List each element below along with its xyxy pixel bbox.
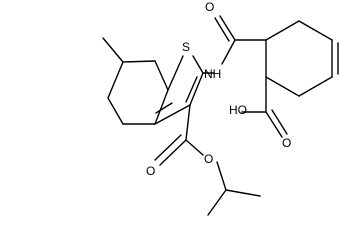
isopropyl-ester-group (154, 104, 261, 216)
thiophene-ring (154, 55, 204, 125)
bond-c7a-s (167, 55, 184, 91)
bond-r1-r2 (265, 20, 300, 41)
molecule-structure-canvas: S NH O HO O O O (102, 0, 339, 216)
bond-c3-ester-c (185, 104, 191, 141)
bond-c3a-c7a-double (155, 102, 173, 114)
bond-nh-amide-c (221, 39, 236, 65)
bond-c3a-c7a (154, 89, 169, 125)
bond-r2-r3 (298, 20, 333, 41)
bond-c2-c3-double (185, 76, 198, 103)
bond-c6-c5 (107, 61, 124, 99)
bond-amide-c-o (219, 15, 236, 41)
bond-c3-c3a (154, 104, 191, 125)
nh-label: NH (204, 67, 221, 81)
hydroxyl-label: HO (229, 103, 247, 117)
bond-amide-c-o-double (214, 17, 230, 42)
bond-ester-c-o (185, 139, 204, 156)
ester-oxygen-label: O (204, 152, 213, 166)
bond-c6-c7 (122, 60, 156, 63)
bond-acid-c-o-double (271, 109, 288, 135)
bond-methyl-c6 (102, 37, 124, 63)
cyclohexane-ring (102, 37, 169, 125)
cyclohexene-ring (265, 20, 339, 97)
carboxylic-acid-group (241, 76, 288, 138)
bond-ester-carbonyl-double (154, 134, 182, 161)
bond-r4-r5 (298, 76, 333, 97)
bond-ch-ch3-b (225, 189, 261, 197)
amide-linkage (202, 15, 267, 74)
bond-ester-c-o-carbonyl (159, 139, 187, 166)
bond-c5-c4 (107, 97, 124, 125)
acid-oxygen-label: O (282, 136, 291, 150)
amide-oxygen-label: O (205, 0, 214, 14)
bond-r5-r6 (265, 76, 300, 97)
bond-ch-ch3-a (207, 189, 227, 216)
bond-c2-c3 (189, 72, 204, 106)
bond-s-c2 (192, 55, 204, 74)
bond-o-ch (216, 161, 227, 191)
ester-carbonyl-oxygen-label: O (146, 164, 155, 178)
sulfur-label: S (182, 40, 190, 54)
chemical-structure-diagram: S NH O HO O O O (102, 0, 339, 216)
bond-acid-c-o (265, 111, 283, 138)
bond-c7-c7a (154, 60, 169, 91)
